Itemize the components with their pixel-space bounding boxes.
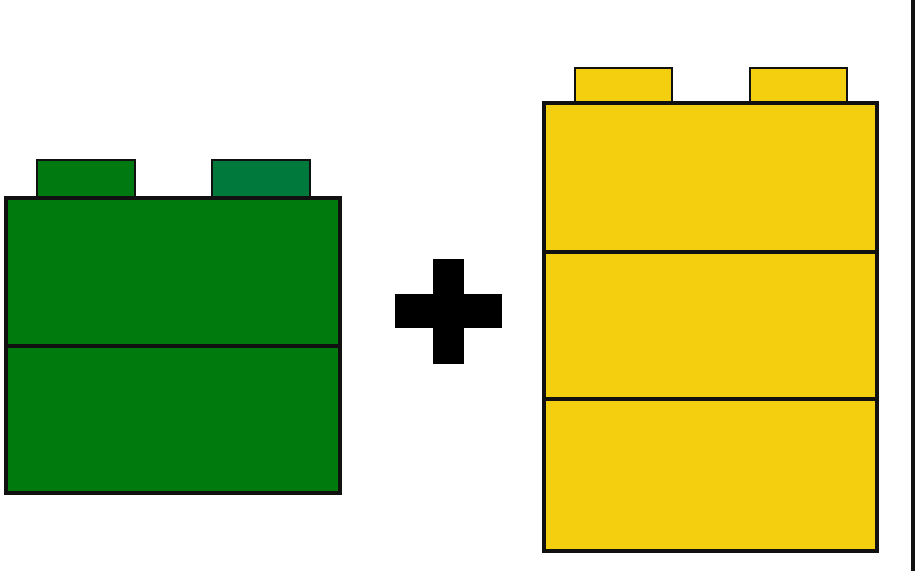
green-block bbox=[4, 159, 342, 495]
green-block-stud-right bbox=[211, 159, 311, 200]
green-block-stud-left bbox=[36, 159, 136, 200]
yellow-block bbox=[542, 67, 879, 553]
green-block-layer-top bbox=[4, 196, 342, 348]
yellow-block-layer-bottom bbox=[542, 397, 879, 553]
yellow-block-stud-left bbox=[574, 67, 673, 105]
yellow-block-layer-middle bbox=[542, 250, 879, 401]
right-edge-divider bbox=[911, 0, 915, 571]
yellow-block-layer-top bbox=[542, 101, 879, 254]
green-block-layer-bottom bbox=[4, 344, 342, 495]
yellow-block-stud-right bbox=[749, 67, 848, 105]
plus-vertical-bar bbox=[433, 259, 464, 364]
plus-operator bbox=[395, 259, 502, 364]
